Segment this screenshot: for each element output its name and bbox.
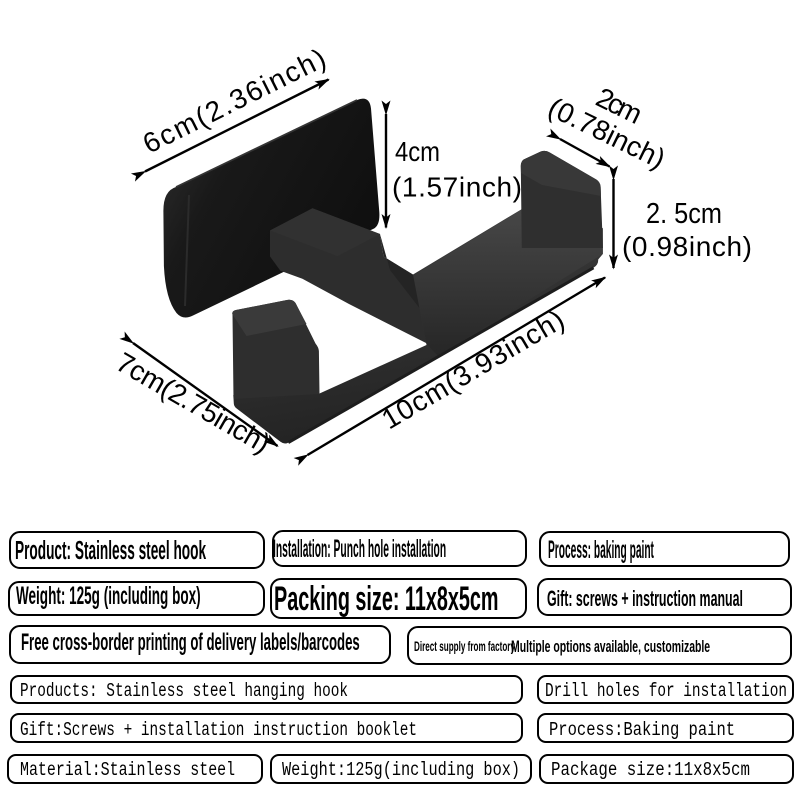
svg-text:2. 5cm: 2. 5cm: [646, 198, 722, 230]
svg-text:4cm: 4cm: [395, 136, 440, 167]
svg-text:(0.98inch): (0.98inch): [622, 231, 752, 262]
svg-text:(1.57inch): (1.57inch): [392, 172, 522, 203]
